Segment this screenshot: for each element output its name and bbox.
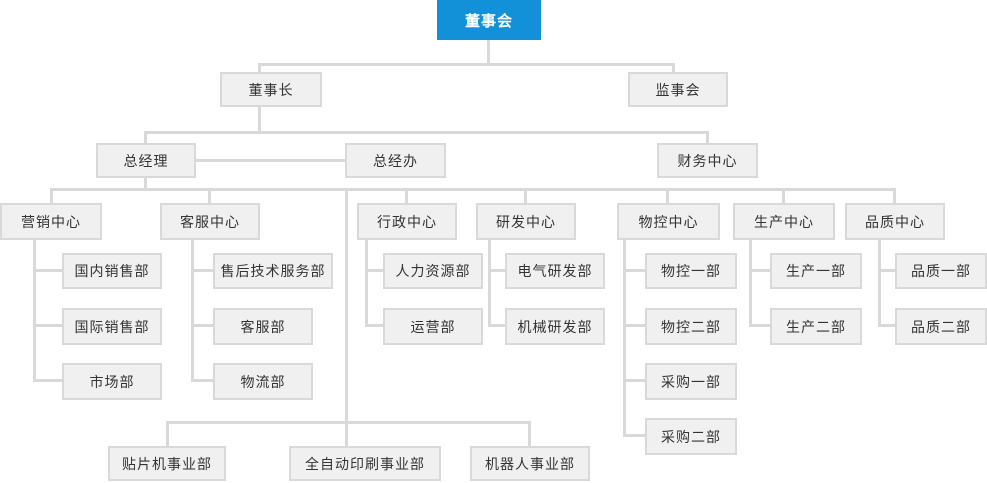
node-domestic-sales: 国内销售部	[62, 253, 162, 289]
connector-line	[706, 131, 709, 143]
node-purchasing-1: 采购一部	[645, 363, 737, 400]
node-admin-center: 行政中心	[357, 203, 457, 240]
connector-line	[191, 324, 213, 327]
connector-line	[191, 269, 213, 272]
connector-line	[166, 421, 169, 446]
connector-line	[33, 379, 62, 382]
connector-line	[258, 107, 261, 134]
connector-line	[196, 159, 345, 162]
connector-line	[365, 269, 383, 272]
connector-line	[487, 40, 490, 66]
connector-line	[623, 240, 626, 437]
connector-line	[749, 324, 770, 327]
connector-line	[749, 269, 770, 272]
connector-line	[623, 324, 645, 327]
node-chairman: 董事长	[220, 72, 322, 107]
connector-line	[345, 188, 348, 446]
connector-line	[191, 240, 194, 382]
connector-line	[524, 188, 527, 203]
node-mechanical-rd: 机械研发部	[505, 308, 605, 345]
node-aftersales-tech: 售后技术服务部	[213, 253, 333, 289]
connector-line	[488, 269, 505, 272]
connector-line	[258, 63, 675, 66]
node-market-dept: 市场部	[62, 363, 162, 400]
node-intl-sales: 国际销售部	[62, 308, 162, 345]
connector-line	[488, 324, 505, 327]
connector-line	[488, 240, 491, 327]
connector-line	[50, 188, 896, 191]
connector-line	[144, 131, 147, 143]
connector-line	[258, 63, 261, 72]
connector-line	[33, 324, 62, 327]
node-electrical-rd: 电气研发部	[505, 253, 605, 289]
node-material-center: 物控中心	[617, 203, 720, 240]
node-hr-dept: 人力资源部	[383, 253, 483, 289]
connector-line	[666, 188, 669, 203]
node-logistics: 物流部	[213, 363, 313, 400]
node-general-manager: 总经理	[96, 143, 196, 178]
node-rd-center: 研发中心	[476, 203, 576, 240]
node-gm-office: 总经办	[345, 143, 446, 178]
connector-line	[405, 188, 408, 203]
connector-line	[623, 434, 645, 437]
connector-line	[893, 188, 896, 203]
connector-line	[208, 188, 211, 203]
connector-line	[878, 324, 895, 327]
connector-line	[623, 379, 645, 382]
node-quality-1: 品质一部	[895, 253, 987, 289]
node-marketing-center: 营销中心	[0, 203, 102, 240]
node-cs-center: 客服中心	[160, 203, 260, 240]
node-board: 董事会	[437, 0, 541, 40]
connector-line	[672, 63, 675, 72]
connector-line	[144, 131, 709, 134]
connector-line	[749, 240, 752, 327]
connector-line	[166, 421, 531, 424]
node-finance-center: 财务中心	[657, 143, 758, 178]
node-cs-dept: 客服部	[213, 308, 313, 345]
connector-line	[50, 188, 53, 203]
node-supervisory-board: 监事会	[628, 72, 728, 107]
node-production-2: 生产二部	[770, 308, 862, 345]
connector-line	[33, 269, 62, 272]
node-material-1: 物控一部	[645, 253, 737, 289]
connector-line	[365, 240, 368, 327]
connector-line	[528, 421, 531, 446]
node-printing-bu: 全自动印刷事业部	[289, 446, 441, 481]
node-material-2: 物控二部	[645, 308, 737, 345]
connector-line	[144, 178, 147, 191]
node-quality-center: 品质中心	[845, 203, 945, 240]
connector-line	[782, 188, 785, 203]
connector-line	[878, 240, 881, 327]
node-robot-bu: 机器人事业部	[470, 446, 590, 481]
connector-line	[623, 269, 645, 272]
node-smt-bu: 贴片机事业部	[108, 446, 226, 481]
node-operations: 运营部	[383, 308, 483, 345]
node-quality-2: 品质二部	[895, 308, 987, 345]
connector-line	[878, 269, 895, 272]
connector-line	[191, 379, 213, 382]
connector-line	[365, 324, 383, 327]
node-production-1: 生产一部	[770, 253, 862, 289]
node-production-center: 生产中心	[733, 203, 835, 240]
node-purchasing-2: 采购二部	[645, 418, 737, 455]
connector-line	[33, 240, 36, 382]
